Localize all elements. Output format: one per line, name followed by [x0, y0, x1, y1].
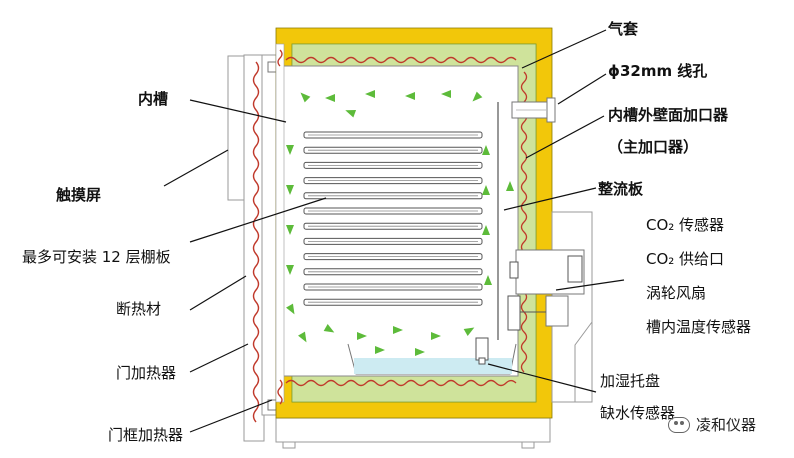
leader-wire-hole — [557, 73, 607, 105]
wire-hole-cap — [546, 97, 556, 123]
airflow-arrow — [405, 92, 415, 100]
label-rectifier-plate: 整流板 — [598, 180, 644, 198]
outer-wall-heater-top — [285, 56, 517, 64]
label-door-heater: 门加热器 — [116, 364, 177, 382]
airflow-arrow — [463, 327, 475, 336]
turbo-fan — [507, 295, 521, 331]
label-inner-tank: 内槽 — [138, 90, 169, 108]
airflow-arrow — [482, 225, 490, 235]
hinge-top — [267, 61, 277, 73]
label-water-sensor: 缺水传感器 — [600, 404, 676, 422]
airflow-arrow — [415, 348, 425, 356]
outer-wall-heater-right — [520, 71, 528, 373]
airflow-arrow — [375, 346, 385, 354]
airflow-arrow — [472, 91, 483, 102]
airflow-arrow — [482, 185, 490, 195]
airflow-arrow — [286, 145, 294, 155]
airflow-arrow — [298, 331, 307, 343]
airflow-arrow — [323, 324, 335, 333]
leader-lines — [163, 29, 625, 433]
airflow-arrow — [286, 303, 295, 315]
airflow-arrow — [325, 94, 335, 102]
label-insulation: 断热材 — [116, 300, 162, 318]
watermark-text: 凌和仪器 — [696, 416, 757, 434]
leader-outer-wall-heater — [525, 115, 605, 159]
label-frame-heater: 门框加热器 — [108, 426, 184, 444]
water-sensor-tip — [478, 357, 486, 365]
leader-inner-tank — [189, 99, 287, 123]
leader-gas-jacket — [521, 29, 607, 69]
label-shelves: 最多可安装 12 层棚板 — [22, 248, 171, 266]
cabinet-base — [275, 417, 551, 443]
co2-sensor-front — [567, 255, 583, 283]
frame-heater-wave — [277, 49, 283, 405]
airflow-arrow — [357, 332, 367, 340]
shelf-stack — [303, 131, 483, 306]
airflow-arrow — [441, 90, 451, 98]
water — [354, 358, 512, 374]
watermark: 凌和仪器 — [668, 414, 756, 435]
inner-tank — [281, 65, 519, 377]
leader-insulation — [189, 275, 247, 311]
airflow-arrow — [345, 109, 357, 118]
airflow-arrow — [300, 92, 311, 103]
leader-rectifier — [503, 187, 597, 211]
door-heater-wave — [252, 61, 260, 423]
leader-humidify — [487, 363, 597, 393]
leader-frame-heater — [189, 399, 273, 433]
co2-inlet — [509, 261, 519, 279]
label-co2-inlet: CO₂ 供给口 — [646, 250, 725, 268]
label-outer-wall-heater: 内槽外壁面加口器 — [608, 106, 729, 124]
door-frame — [261, 54, 277, 416]
airflow-arrows — [286, 90, 514, 356]
leader-co2 — [555, 279, 625, 291]
label-gas-jacket: 气套 — [608, 20, 639, 38]
airflow-arrow — [286, 265, 294, 275]
touchscreen-panel — [227, 55, 245, 201]
airflow-arrow — [286, 185, 294, 195]
airflow-arrow — [506, 181, 514, 191]
turbo-fan-motor — [545, 295, 569, 327]
leader-touchscreen — [163, 149, 229, 187]
airflow-arrow — [286, 225, 294, 235]
label-main-heater: （主加口器） — [608, 138, 699, 156]
airflow-arrow — [484, 275, 492, 285]
airflow-arrow — [365, 90, 375, 98]
outer-wall-heater-bottom — [285, 379, 517, 387]
airflow-arrow — [393, 326, 403, 334]
box-edge — [574, 321, 593, 402]
door-seal — [275, 43, 285, 403]
label-co2-sensor: CO₂ 传感器 — [646, 216, 725, 234]
leader-shelves — [189, 197, 327, 243]
leader-door-heater — [189, 343, 249, 373]
foot-right — [521, 441, 535, 449]
wechat-icon — [668, 416, 690, 433]
label-wire-hole: ϕ32mm 线孔 — [608, 62, 708, 80]
label-temp-sensor: 槽内温度传感器 — [646, 318, 752, 336]
label-humidify-tray: 加湿托盘 — [600, 372, 661, 390]
airflow-arrow — [482, 145, 490, 155]
airflow-arrow — [431, 332, 441, 340]
label-touchscreen: 触摸屏 — [56, 186, 102, 204]
water-sensor — [475, 337, 489, 361]
label-turbo-fan: 涡轮风扇 — [646, 284, 707, 302]
foot-left — [282, 441, 296, 449]
